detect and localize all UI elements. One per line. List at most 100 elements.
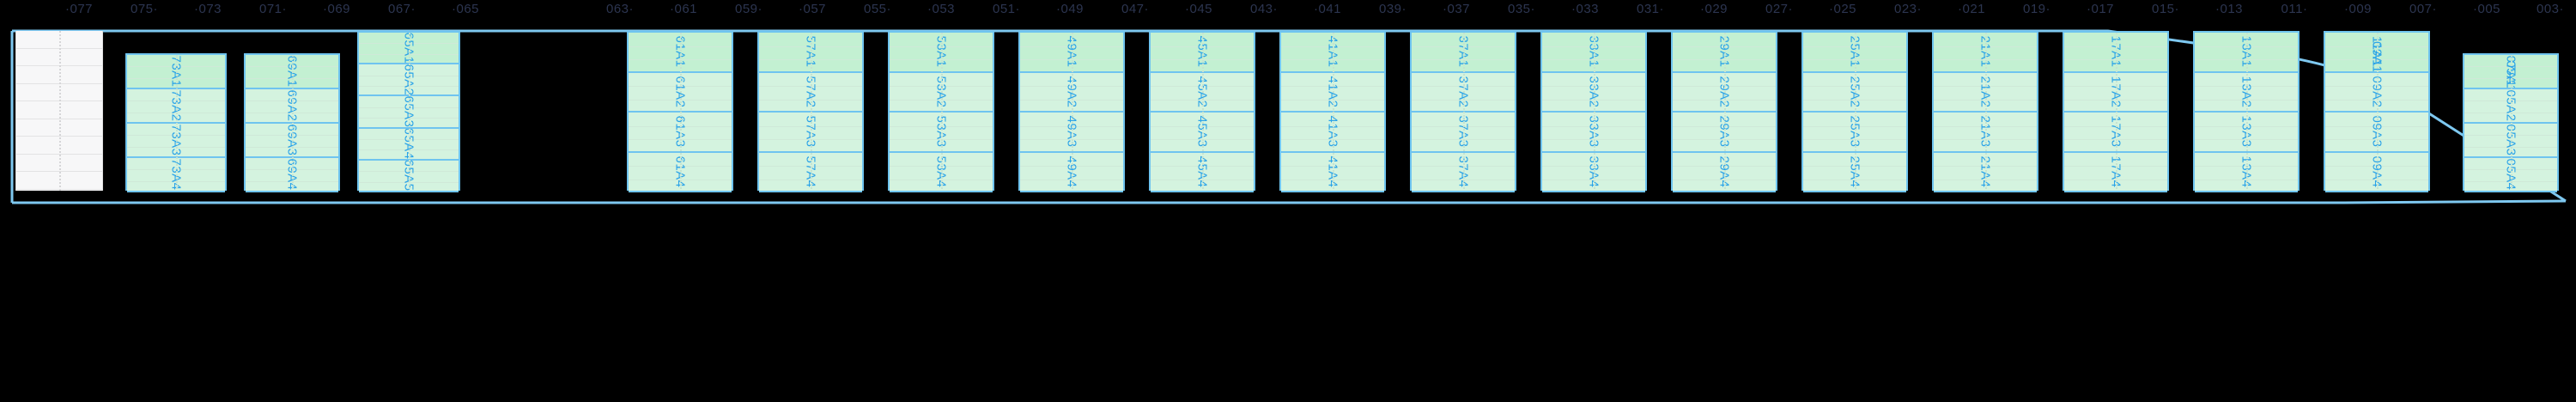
container-slot[interactable]: 17A2 <box>2064 72 2167 113</box>
slot-inner-rule <box>1673 139 1776 140</box>
container-slot[interactable]: 45A2 <box>1151 72 1254 113</box>
container-slot[interactable]: 21A1 <box>1934 33 2037 73</box>
container-slot[interactable]: 05A4 <box>2464 158 2557 192</box>
container-slot[interactable]: 33A4 <box>1542 152 1645 192</box>
container-slot[interactable]: 69A2 <box>246 89 338 124</box>
slot-inner-rule <box>2064 166 2167 167</box>
container-slot[interactable]: 49A1 <box>1020 33 1123 73</box>
container-slot[interactable]: 25A4 <box>1803 152 1906 192</box>
ruler-tick: 023· <box>1893 2 1923 16</box>
container-slot[interactable]: 65A2 <box>359 64 459 97</box>
container-slot[interactable]: 33A2 <box>1542 72 1645 113</box>
ruler-tick: 059· <box>734 2 763 16</box>
container-slot[interactable]: 57A3 <box>759 113 862 153</box>
container-slot[interactable]: 25A3 <box>1803 113 1906 153</box>
container-slot[interactable]: 57A1 <box>759 33 862 73</box>
container-slot[interactable]: 45A1 <box>1151 33 1254 73</box>
container-slot[interactable]: 73A2 <box>127 89 225 124</box>
container-slot[interactable]: 49A4 <box>1020 152 1123 192</box>
container-slot[interactable]: 61A3 <box>629 113 732 153</box>
container-slot[interactable]: 45A3 <box>1151 113 1254 153</box>
ruler-tick: ·065 <box>451 2 480 16</box>
container-slot[interactable]: 69A1 <box>246 55 338 89</box>
slot-inner-rule <box>890 139 993 140</box>
container-slot[interactable]: 33A3 <box>1542 113 1645 153</box>
container-slot[interactable]: 69A4 <box>246 158 338 192</box>
container-slot[interactable]: 41A2 <box>1281 72 1384 113</box>
container-slot[interactable]: 25A1 <box>1803 33 1906 73</box>
container-slot[interactable]: 21A2 <box>1934 72 2037 113</box>
container-slot[interactable]: 61A2 <box>629 72 732 113</box>
container-slot[interactable]: 49A3 <box>1020 113 1123 153</box>
container-slot[interactable]: 73A4 <box>127 158 225 192</box>
container-slot[interactable]: 29A3 <box>1673 113 1776 153</box>
container-slot[interactable]: 37A3 <box>1412 113 1515 153</box>
container-slot[interactable]: 17A4 <box>2064 152 2167 192</box>
slot-inner-rule <box>2325 125 2428 127</box>
container-slot[interactable]: 53A2 <box>890 72 993 113</box>
container-slot[interactable]: 41A4 <box>1281 152 1384 192</box>
container-slot[interactable]: 33A1 <box>1542 33 1645 73</box>
container-slot[interactable]: 17A3 <box>2064 113 2167 153</box>
slot-label: 05A4 <box>2503 158 2518 191</box>
container-slot[interactable]: 13A2 <box>2195 72 2298 113</box>
container-slot[interactable]: 45A4 <box>1151 152 1254 192</box>
container-slot[interactable]: 13A4 <box>2195 152 2298 192</box>
container-slot[interactable]: 05A2 <box>2464 89 2557 124</box>
container-slot[interactable]: 13A3 <box>2195 113 2298 153</box>
container-slot[interactable]: 65A4 <box>359 128 459 161</box>
container-slot[interactable]: 05A3 <box>2464 124 2557 158</box>
container-slot[interactable]: 65A1 <box>359 33 459 65</box>
container-slot[interactable]: 41A3 <box>1281 113 1384 153</box>
container-slot[interactable]: 57A2 <box>759 72 862 113</box>
container-slot[interactable]: 61A1 <box>629 33 732 73</box>
container-slot[interactable]: 53A1 <box>890 33 993 73</box>
container-slot[interactable]: 29A1 <box>1673 33 1776 73</box>
container-slot[interactable]: 57A4 <box>759 152 862 192</box>
container-slot[interactable]: 73A3 <box>127 124 225 158</box>
container-slot[interactable]: 29A2 <box>1673 72 1776 113</box>
container-slot[interactable]: 53A3 <box>890 113 993 153</box>
container-slot[interactable]: 21A4 <box>1934 152 2037 192</box>
container-slot[interactable]: 21A3 <box>1934 113 2037 153</box>
container-slot[interactable]: 37A2 <box>1412 72 1515 113</box>
slot-inner-rule <box>1151 166 1254 167</box>
container-slot[interactable]: 13A1 <box>2195 33 2298 73</box>
container-slot[interactable]: 49A2 <box>1020 72 1123 113</box>
container-slot[interactable]: 17A1 <box>2064 33 2167 73</box>
container-slot[interactable]: 69A3 <box>246 124 338 158</box>
container-slot[interactable]: 09A2 <box>2325 72 2428 113</box>
container-slot[interactable]: 37A4 <box>1412 152 1515 192</box>
container-slot[interactable]: 73A1 <box>127 55 225 89</box>
container-slot[interactable]: 65A5 <box>359 160 459 192</box>
container-slot[interactable]: 65A3 <box>359 96 459 129</box>
container-slot[interactable]: 09A4 <box>2325 152 2428 192</box>
container-slot[interactable]: 37A1 <box>1412 33 1515 73</box>
container-slot[interactable]: 41A1 <box>1281 33 1384 73</box>
container-slot[interactable]: 29A4 <box>1673 152 1776 192</box>
container-slot[interactable]: 53A4 <box>890 152 993 192</box>
container-slot[interactable]: 61A4 <box>629 152 732 192</box>
container-slot[interactable]: 09A3 <box>2325 113 2428 153</box>
container-slot[interactable]: 25A2 <box>1803 72 1906 113</box>
